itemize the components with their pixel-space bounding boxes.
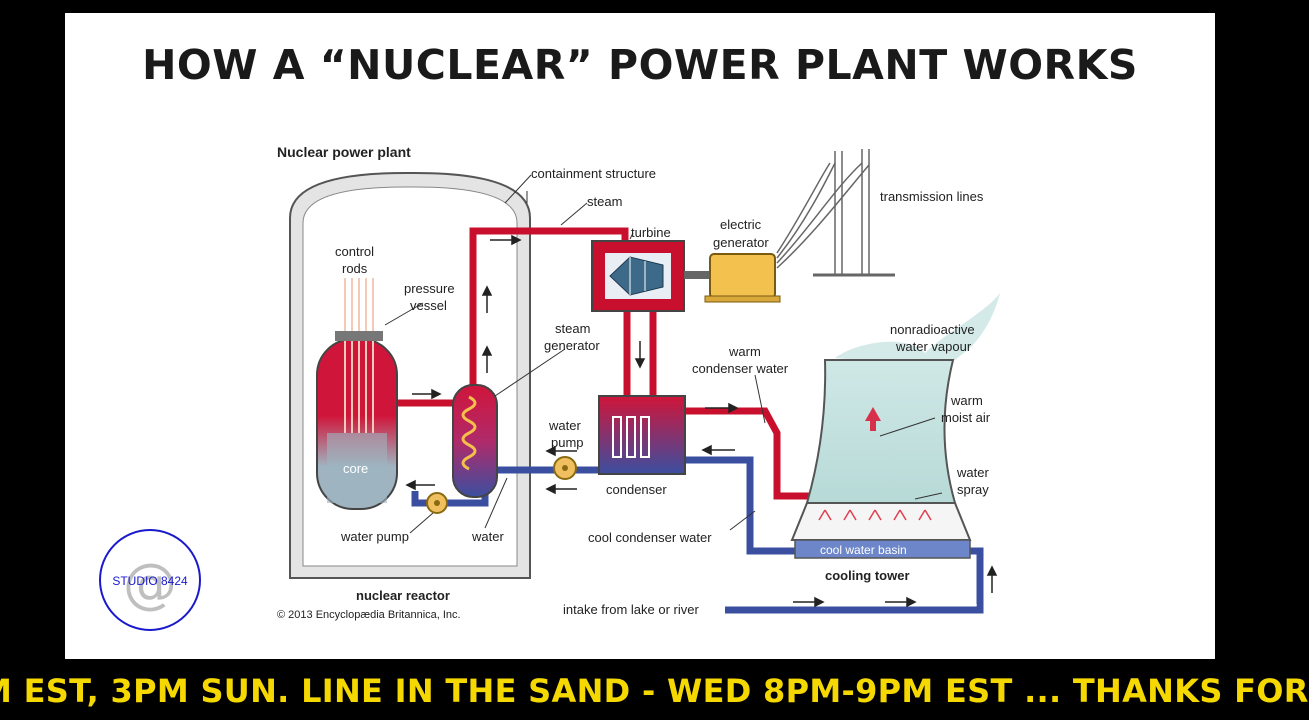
- label-pressure-2: vessel: [410, 298, 447, 313]
- label-control-2: rods: [342, 261, 368, 276]
- slide: HOW A “NUCLEAR” POWER PLANT WORKS: [65, 13, 1215, 659]
- label-transmission-lines: transmission lines: [880, 189, 984, 204]
- label-water-pump-upper-2: pump: [551, 435, 584, 450]
- studio-logo: @ STUDIO 8424: [99, 529, 201, 631]
- label-intake: intake from lake or river: [563, 602, 699, 617]
- studio-logo-symbol: @: [123, 552, 177, 615]
- label-core: core: [343, 461, 368, 476]
- turbine: [591, 240, 709, 312]
- label-water-spray-1: water: [956, 465, 989, 480]
- label-water: water: [471, 529, 504, 544]
- steam-generator: [452, 384, 498, 498]
- water-pump-lower-icon: [426, 492, 448, 514]
- label-containment-structure: containment structure: [531, 166, 656, 181]
- label-electric-1: electric: [720, 217, 762, 232]
- label-warm-moist-2: moist air: [941, 410, 991, 425]
- label-water-pump-upper-1: water: [548, 418, 581, 433]
- label-warm-moist-1: warm: [950, 393, 983, 408]
- slide-title: HOW A “NUCLEAR” POWER PLANT WORKS: [142, 41, 1138, 89]
- label-cooling-tower: cooling tower: [825, 568, 910, 583]
- label-turbine: turbine: [631, 225, 671, 240]
- label-nonradioactive-1: nonradioactive: [890, 322, 975, 337]
- news-ticker: M EST, 3PM SUN. LINE IN THE SAND - WED 8…: [0, 664, 1308, 720]
- label-cool-water-basin: cool water basin: [820, 543, 907, 557]
- flow-arrows: [405, 234, 998, 608]
- label-nuclear-reactor: nuclear reactor: [356, 588, 450, 603]
- cooling-tower: [790, 293, 1000, 559]
- label-steam-gen-1: steam: [555, 321, 590, 336]
- label-warm-condenser-2: condenser water: [692, 361, 789, 376]
- label-water-pump-lower: water pump: [340, 529, 409, 544]
- studio-logo-text: STUDIO 8424: [112, 574, 188, 588]
- label-copyright: © 2013 Encyclopædia Britannica, Inc.: [277, 609, 461, 621]
- label-condenser: condenser: [606, 482, 667, 497]
- transmission-tower: [776, 149, 895, 277]
- label-control-1: control: [335, 244, 374, 259]
- label-steam-gen-2: generator: [544, 338, 600, 353]
- diagram-heading: Nuclear power plant: [277, 144, 411, 160]
- label-warm-condenser-1: warm: [728, 344, 761, 359]
- power-plant-diagram: Nuclear power plant containment structur…: [277, 144, 1000, 621]
- electric-generator: [704, 253, 781, 303]
- pressure-vessel: [316, 278, 398, 510]
- label-electric-2: generator: [713, 235, 769, 250]
- label-steam: steam: [587, 194, 622, 209]
- label-pressure-1: pressure: [404, 281, 455, 296]
- label-nonradioactive-2: water vapour: [895, 339, 972, 354]
- label-water-spray-2: spray: [957, 482, 989, 497]
- leader-lines: [384, 174, 943, 534]
- ticker-text: M EST, 3PM SUN. LINE IN THE SAND - WED 8…: [0, 672, 1309, 710]
- condenser: [598, 395, 686, 475]
- water-pump-upper-icon: [553, 456, 577, 480]
- label-cool-condenser-water: cool condenser water: [588, 530, 712, 545]
